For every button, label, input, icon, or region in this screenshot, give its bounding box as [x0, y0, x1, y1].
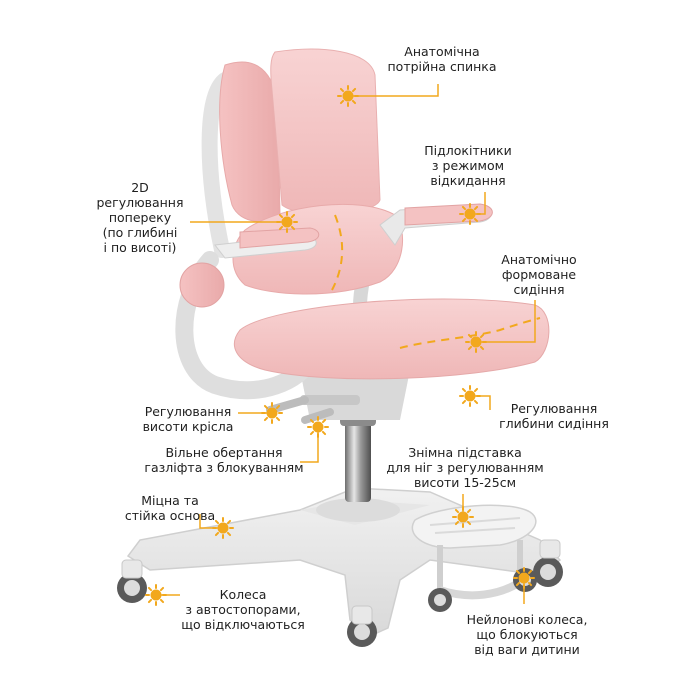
- leader-gaslift: [300, 427, 319, 463]
- sun-icon: [145, 584, 167, 606]
- left-armrest: [179, 227, 320, 308]
- callout-text: Вільне обертання: [165, 445, 283, 460]
- callout-backrest: Анатомічна потрійна спинка: [382, 44, 502, 74]
- footrest: [411, 504, 537, 600]
- callout-text: висоти 15-25см: [413, 475, 516, 490]
- callout-footrest: Знімна підставка для ніг з регулюванням …: [380, 445, 550, 490]
- sun-icon: [459, 203, 481, 225]
- callout-lumbar: 2D регулювання попереку (по глибині і по…: [90, 180, 190, 255]
- callout-text: відкидання: [430, 173, 506, 188]
- callout-text: висоти крісла: [142, 419, 234, 434]
- sun-icon: [465, 331, 487, 353]
- callout-text: що відключаються: [181, 617, 305, 632]
- callout-text: Міцна та: [141, 493, 199, 508]
- seat: [233, 298, 550, 380]
- callout-text: що блокуються: [476, 627, 578, 642]
- sun-icon: [459, 385, 481, 407]
- callout-text: сидіння: [513, 282, 565, 297]
- callout-seat-depth: Регулювання глибини сидіння: [494, 401, 614, 431]
- callout-nylon-wheels: Нейлонові колеса, що блокуються від ваги…: [452, 612, 602, 657]
- callout-text: Підлокітники: [424, 143, 512, 158]
- callout-text: Анатомічна: [404, 44, 480, 59]
- callout-text: з автостопорами,: [185, 602, 301, 617]
- callout-text: потрійна спинка: [387, 59, 497, 74]
- sun-icon: [513, 567, 535, 589]
- callout-seat: Анатомічно формоване сидіння: [494, 252, 584, 297]
- sun-icon: [261, 402, 283, 424]
- callout-text: Нейлонові колеса,: [466, 612, 588, 627]
- backrest: [219, 48, 381, 223]
- lumbar-cushion: [232, 203, 404, 295]
- sun-icon: [452, 506, 474, 528]
- callout-text: і по висоті): [103, 240, 177, 255]
- wheel-right: [533, 539, 563, 587]
- callout-text: 2D: [131, 180, 149, 195]
- callout-text: з режимом: [431, 158, 505, 173]
- leader-seat: [476, 300, 536, 343]
- callout-markers: [145, 85, 535, 606]
- sun-icon: [212, 517, 234, 539]
- callout-text: регулювання: [96, 195, 184, 210]
- callout-seat-height: Регулювання висоти крісла: [136, 404, 240, 434]
- callout-gaslift: Вільне обертання газліфта з блокуванням: [144, 445, 304, 475]
- callout-casters: Колеса з автостопорами, що відключаються: [180, 587, 306, 632]
- callout-text: газліфта з блокуванням: [144, 460, 304, 475]
- callout-text: формоване: [501, 267, 577, 282]
- wheel-front: [347, 605, 377, 647]
- callout-text: для ніг з регулюванням: [386, 460, 544, 475]
- seat-mechanism: [266, 370, 410, 424]
- callout-text: від ваги дитини: [474, 642, 580, 657]
- callout-text: Колеса: [219, 587, 267, 602]
- sun-icon: [337, 85, 359, 107]
- callout-text: Регулювання: [144, 404, 232, 419]
- callout-text: глибини сидіння: [499, 416, 609, 431]
- wheel-left: [117, 559, 147, 603]
- sun-icon: [307, 416, 329, 438]
- callout-base: Міцна та стійка основа: [120, 493, 220, 523]
- callout-text: Анатомічно: [501, 252, 577, 267]
- right-armrest: [379, 203, 493, 246]
- callout-text: Регулювання: [510, 401, 598, 416]
- leader-backrest: [348, 84, 439, 97]
- callout-armrests: Підлокітники з режимом відкидання: [418, 143, 518, 188]
- callout-text: (по глибині: [102, 225, 178, 240]
- gas-lift: [340, 416, 376, 502]
- callout-text: попереку: [108, 210, 172, 225]
- callout-text: стійка основа: [124, 508, 216, 523]
- sun-icon: [276, 211, 298, 233]
- callout-text: Знімна підставка: [408, 445, 522, 460]
